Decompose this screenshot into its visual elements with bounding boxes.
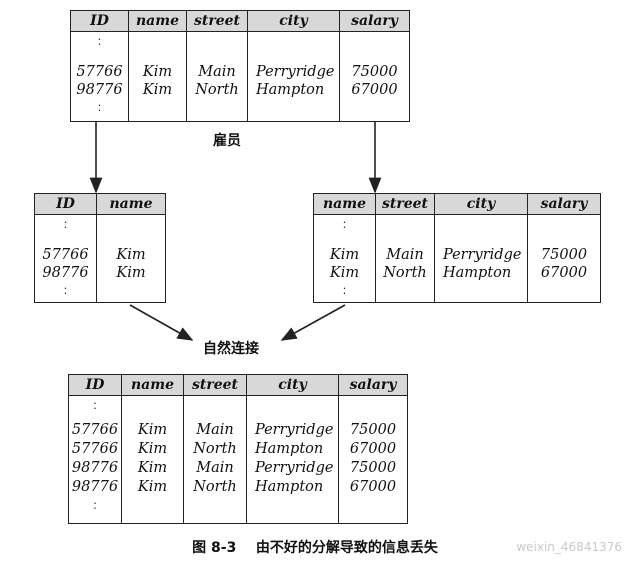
figure-caption: 图 8-3 由不好的分解导致的信息丢失 [192, 540, 438, 556]
cell: Kim [137, 479, 168, 495]
joined-header: ID name street city salary [69, 375, 407, 396]
cell: Kim [116, 247, 146, 263]
cell: Main [196, 460, 234, 476]
cell: Main [198, 64, 236, 80]
cell: 67000 [351, 82, 398, 98]
cell: Kim [137, 441, 168, 457]
cell: 67000 [540, 265, 588, 281]
natural-join-label: 自然连接 [203, 341, 259, 357]
col-name: ·· Kim Kim ·· [314, 214, 376, 302]
cell: 57766 [71, 422, 119, 438]
col-name: Kim Kim [129, 31, 187, 121]
cell: North [195, 82, 239, 98]
cell: 98776 [71, 479, 119, 495]
header-salary: salary [540, 196, 588, 212]
cell: Main [386, 247, 424, 263]
header-salary: salary [349, 377, 397, 393]
watermark: weixin_46841376 [516, 540, 622, 554]
cell: 75000 [540, 247, 588, 263]
col-id: ·· 57766 98776 ·· [71, 31, 129, 121]
right-projection-header: name street city salary [314, 194, 600, 215]
header-city: city [247, 375, 339, 395]
cell: Main [196, 422, 234, 438]
header-name: name [314, 194, 376, 214]
header-name: name [129, 11, 187, 31]
col-id: ·· 57766 57766 98776 98776 ·· [69, 395, 122, 523]
col-id: ·· 57766 98776 ·· [35, 214, 97, 302]
col-salary: 75000 67000 [528, 214, 600, 302]
cell: Kim [142, 64, 173, 80]
cell: Kim [142, 82, 173, 98]
cell: Kim [329, 265, 360, 281]
col-name: Kim Kim [97, 214, 165, 302]
cell: 75000 [349, 422, 397, 438]
cell: 98776 [42, 265, 89, 281]
employee-header: ID name street city salary [71, 11, 409, 32]
cell: 98776 [71, 460, 119, 476]
cell: Hampton [256, 82, 325, 98]
header-id: ID [35, 194, 97, 214]
cell: Hampton [443, 265, 512, 281]
cell: 75000 [349, 460, 397, 476]
header-salary: salary [351, 13, 398, 29]
cell: 98776 [76, 82, 123, 98]
header-city: city [248, 11, 340, 31]
col-salary: 75000 67000 [340, 31, 409, 121]
cell: Perryridge [255, 460, 334, 476]
cell: Hampton [255, 441, 324, 457]
cell: Perryridge [256, 64, 335, 80]
cell: Kim [329, 247, 360, 263]
cell: 57766 [76, 64, 123, 80]
cell: 57766 [71, 441, 119, 457]
cell: Kim [137, 422, 168, 438]
col-city: Perryridge Hampton [435, 214, 528, 302]
cell: 57766 [42, 247, 89, 263]
arrow-right-to-join [280, 304, 346, 341]
col-street: Main North [376, 214, 435, 302]
joined-relation: ID name street city salary ·· 57766 5776… [68, 374, 408, 524]
header-street: street [184, 375, 247, 395]
cell: North [193, 441, 237, 457]
cell: Perryridge [255, 422, 334, 438]
header-street: street [376, 194, 435, 214]
cell: North [193, 479, 237, 495]
cell: 75000 [351, 64, 398, 80]
header-name: name [122, 375, 184, 395]
header-street: street [187, 11, 248, 31]
arrow-left-to-join [129, 304, 194, 341]
col-name: Kim Kim Kim Kim [122, 395, 184, 523]
header-id: ID [71, 11, 129, 31]
col-street: Main North Main North [184, 395, 247, 523]
col-city: Perryridge Hampton [248, 31, 340, 121]
cell: North [383, 265, 427, 281]
col-street: Main North [187, 31, 248, 121]
cell: Hampton [255, 479, 324, 495]
cell: 67000 [349, 479, 397, 495]
right-projection-relation: name street city salary ·· Kim Kim ·· Ma… [313, 193, 601, 303]
header-id: ID [69, 375, 122, 395]
left-projection-relation: ID name ·· 57766 98776 ·· Kim Kim [34, 193, 166, 303]
cell: Kim [137, 460, 168, 476]
header-name: name [109, 196, 153, 212]
header-city: city [435, 194, 528, 214]
cell: 67000 [349, 441, 397, 457]
cell: Kim [116, 265, 146, 281]
employee-relation: ID name street city salary ·· 57766 9877… [70, 10, 410, 122]
col-city: Perryridge Hampton Perryridge Hampton [247, 395, 339, 523]
left-projection-header: ID name [35, 194, 165, 215]
employee-label: 雇员 [213, 133, 241, 149]
col-salary: 75000 67000 75000 67000 [339, 395, 407, 523]
cell: Perryridge [443, 247, 522, 263]
